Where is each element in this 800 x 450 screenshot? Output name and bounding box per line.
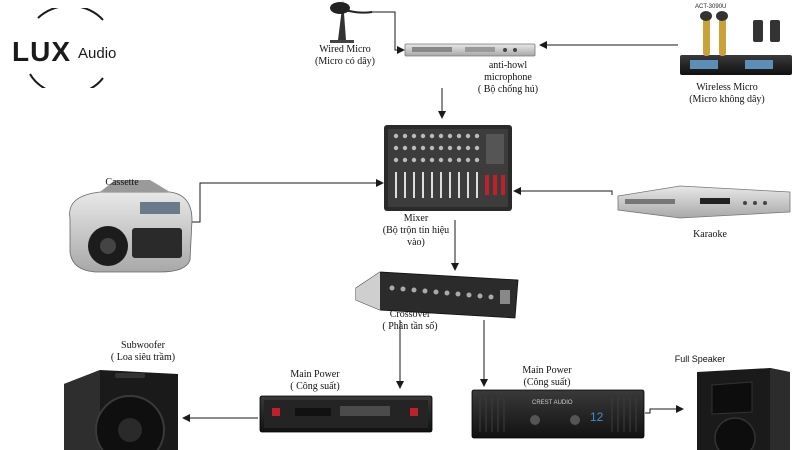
- logo-audio-text: Audio: [78, 45, 117, 62]
- cassette-device: [69, 180, 193, 273]
- wired-micro-title: Wired Micro: [319, 44, 371, 55]
- line-wired-to-antihowl: [370, 11, 405, 54]
- full-speaker-label: Full Speaker: [674, 354, 726, 364]
- wireless-micro-device: [680, 11, 792, 75]
- connection-lines: [182, 11, 684, 422]
- subwoofer-label: Subwoofer ( Loa siêu trầm): [98, 340, 188, 364]
- wired-micro-subtitle: (Micro có dây): [315, 56, 375, 67]
- wired-micro-device: [330, 0, 373, 43]
- main-power-2-device: [471, 389, 645, 439]
- mixer-subtitle: (Bộ trộn tín hiệu: [382, 225, 450, 236]
- anti-howl-title-2: microphone: [484, 72, 532, 83]
- mixer-label: Mixer (Bộ trộn tín hiệu vào): [366, 213, 466, 249]
- main-power-2-title: Main Power: [522, 365, 572, 376]
- karaoke-label: Karaoke: [693, 229, 727, 240]
- main-power-1-subtitle: ( Công suất): [290, 381, 340, 392]
- anti-howl-title: anti-howl: [488, 60, 528, 71]
- subwoofer-subtitle: ( Loa siêu trầm): [110, 352, 176, 363]
- main-power-1-title: Main Power: [290, 369, 340, 380]
- line-power2-to-fullspeaker: [645, 405, 684, 414]
- crest-brand-mark: CREST AUDIO: [532, 400, 573, 406]
- wireless-micro-label: Wireless Micro (Micro không dây): [672, 82, 782, 106]
- full-speaker-device: [697, 368, 790, 450]
- crossover-title: Crossover: [389, 309, 431, 320]
- wireless-model-label: ACT-3090U: [695, 4, 727, 10]
- mixer-device: [384, 125, 512, 211]
- subwoofer-device: [64, 370, 178, 450]
- wireless-micro-subtitle: (Micro không dây): [689, 94, 765, 105]
- cassette-label: Cassette: [105, 177, 139, 188]
- main-power-2-label: Main Power (Công suất): [502, 365, 592, 389]
- wired-micro-label: Wired Micro (Micro có dây): [300, 44, 390, 68]
- logo-lux-text: LUX: [12, 36, 71, 67]
- logo-ring-icon: [29, 8, 104, 88]
- subwoofer-title: Subwoofer: [121, 340, 165, 351]
- line-cassette-to-mixer: [192, 179, 384, 223]
- line-karaoke-to-mixer: [513, 187, 613, 195]
- main-power-1-device: [259, 395, 433, 433]
- main-power-2-subtitle: (Công suất): [523, 377, 571, 388]
- crossover-label: Crossover ( Phân tần số): [355, 309, 465, 333]
- lux-audio-logo: LUX Audio: [8, 8, 138, 88]
- crossover-device: [355, 271, 519, 319]
- crossover-subtitle: ( Phân tần số): [382, 321, 438, 332]
- crest-model-mark: 12: [590, 410, 604, 424]
- anti-howl-subtitle: ( Bộ chống hú): [477, 84, 539, 95]
- wireless-micro-title: Wireless Micro: [696, 82, 758, 93]
- karaoke-device: [617, 185, 791, 219]
- anti-howl-device: [404, 43, 536, 57]
- anti-howl-label: anti-howl microphone ( Bộ chống hú): [458, 60, 558, 96]
- main-power-1-label: Main Power ( Công suất): [270, 369, 360, 393]
- mixer-subtitle-2: vào): [407, 237, 425, 248]
- mixer-title: Mixer: [403, 213, 429, 224]
